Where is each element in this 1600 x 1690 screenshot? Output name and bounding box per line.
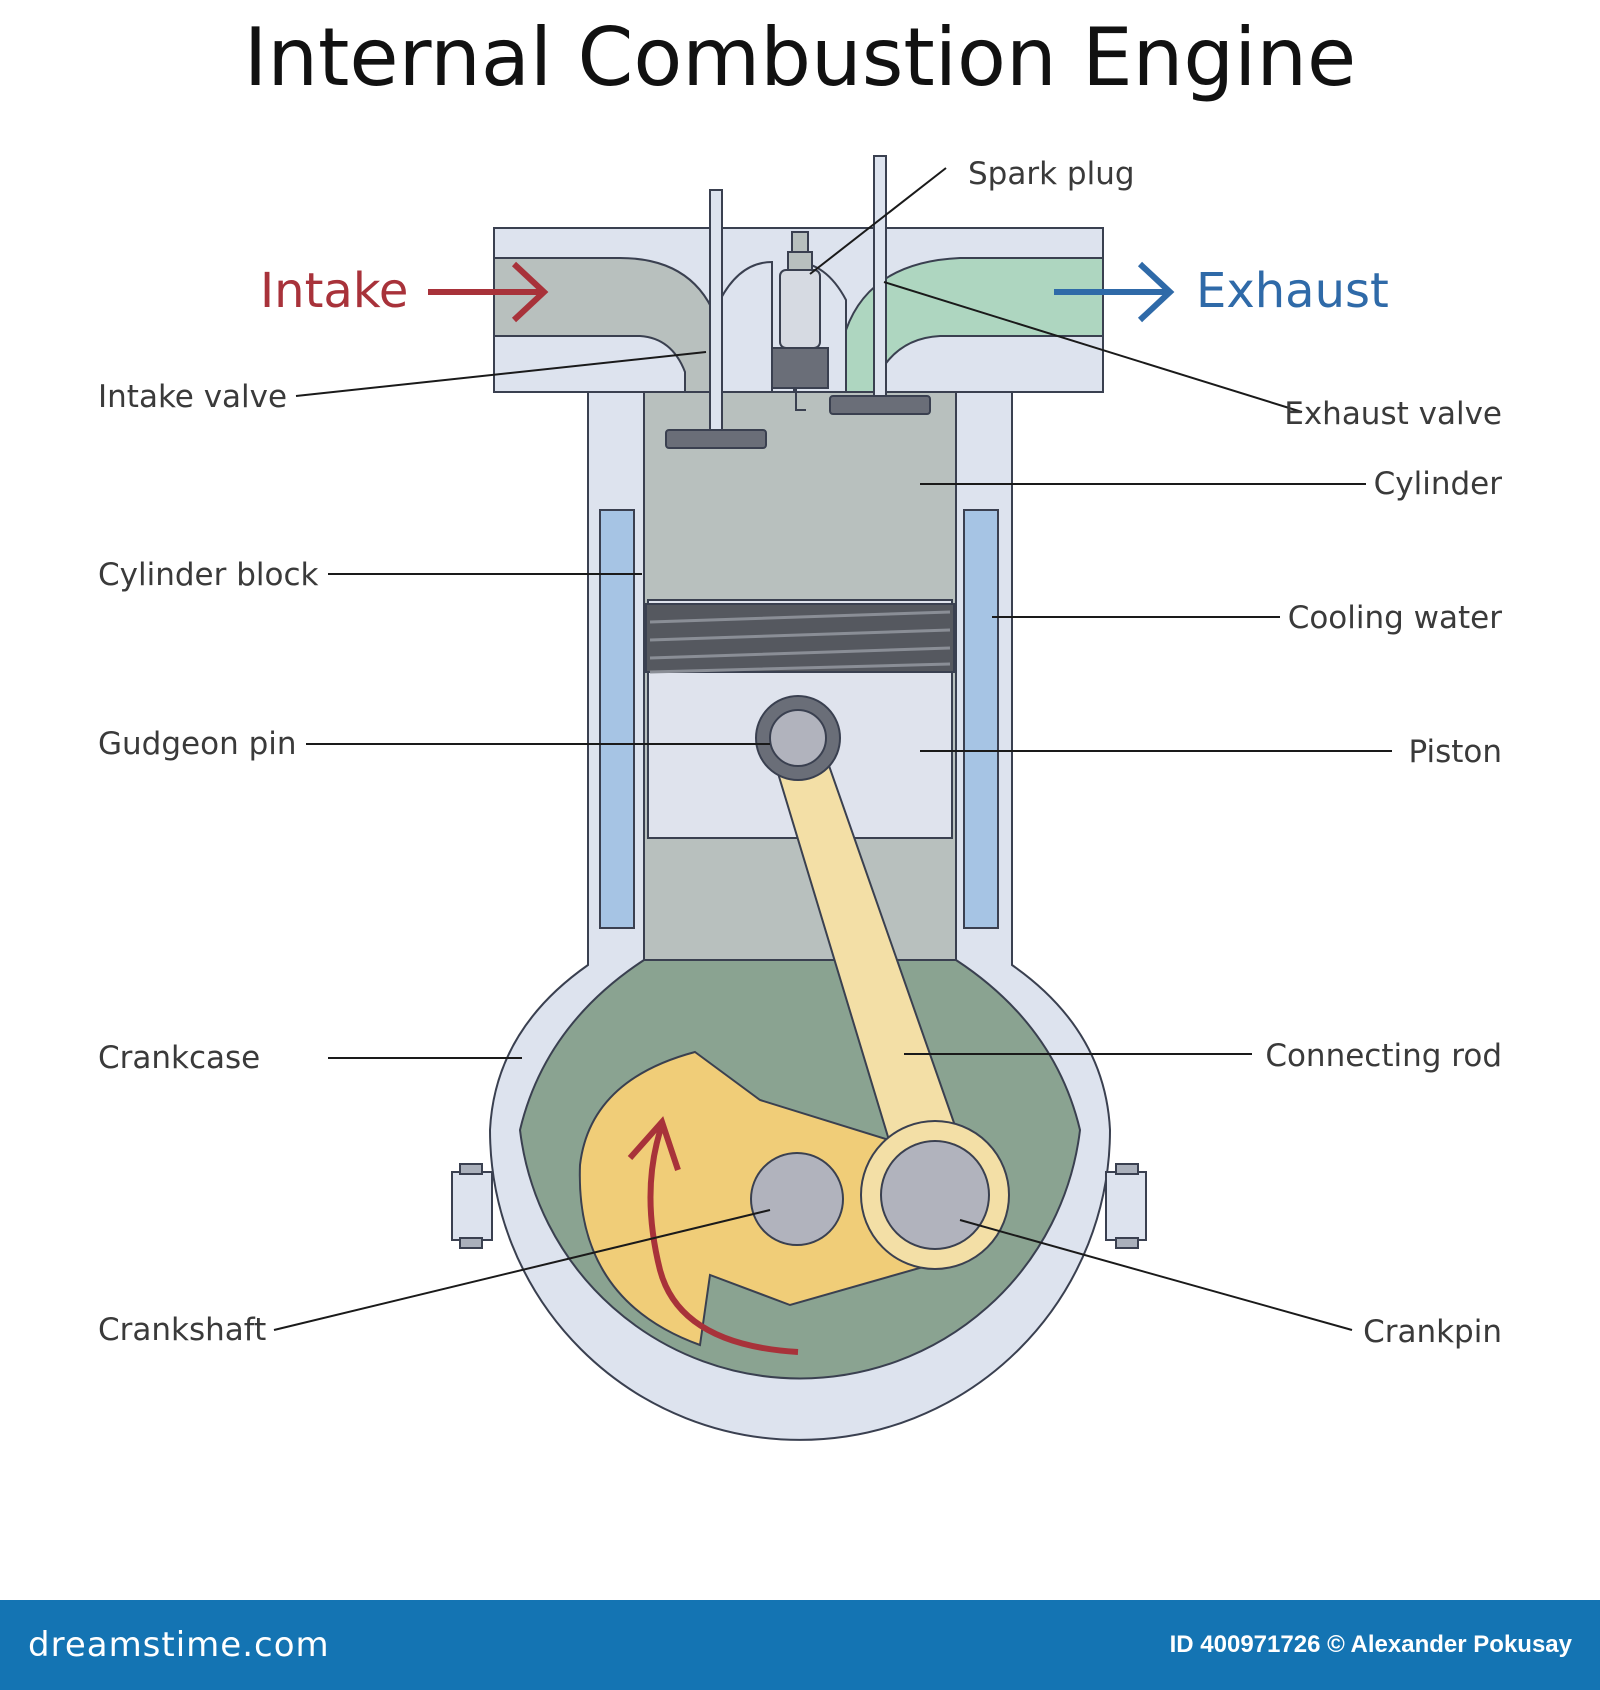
- crankpin: [880, 1140, 990, 1250]
- cooling-water-left: [599, 509, 635, 929]
- label-cooling-water: Cooling water: [1288, 600, 1503, 636]
- label-cylinder-block: Cylinder block: [98, 557, 319, 593]
- label-crankpin: Crankpin: [1363, 1314, 1502, 1350]
- label-connecting-rod: Connecting rod: [1265, 1038, 1502, 1074]
- footer-credit: ID 400971726 © Alexander Pokusay: [1169, 1631, 1572, 1658]
- engine-diagram: Internal Combustion Engine: [98, 11, 1503, 1441]
- label-intake-valve: Intake valve: [98, 379, 287, 415]
- cooling-water-right: [963, 509, 999, 929]
- leader-lines: [273, 167, 1392, 1331]
- label-crankshaft: Crankshaft: [98, 1312, 266, 1348]
- intake-valve: [665, 189, 767, 449]
- label-spark-plug: Spark plug: [968, 156, 1135, 192]
- exhaust-label: Exhaust: [1196, 263, 1389, 319]
- crankshaft: [750, 1152, 844, 1246]
- footer-brand: dreamstime.com: [28, 1625, 330, 1665]
- spark-plug: [771, 231, 829, 411]
- label-gudgeon-pin: Gudgeon pin: [98, 726, 297, 762]
- gudgeon-pin: [769, 709, 827, 767]
- exhaust-arrow-icon: [1054, 261, 1175, 323]
- intake-label: Intake: [260, 263, 408, 319]
- footer-bar: dreamstime.com ID 400971726 © Alexander …: [0, 1600, 1600, 1690]
- label-exhaust-valve: Exhaust valve: [1284, 396, 1502, 432]
- rotation-arrow-icon: [627, 1116, 799, 1355]
- right-flange: [1105, 1171, 1147, 1241]
- intake-arrow-icon: [428, 261, 549, 323]
- page-title: Internal Combustion Engine: [244, 11, 1357, 104]
- label-piston: Piston: [1408, 734, 1502, 770]
- left-flange: [451, 1171, 493, 1241]
- label-crankcase: Crankcase: [98, 1040, 260, 1076]
- label-cylinder: Cylinder: [1374, 466, 1503, 502]
